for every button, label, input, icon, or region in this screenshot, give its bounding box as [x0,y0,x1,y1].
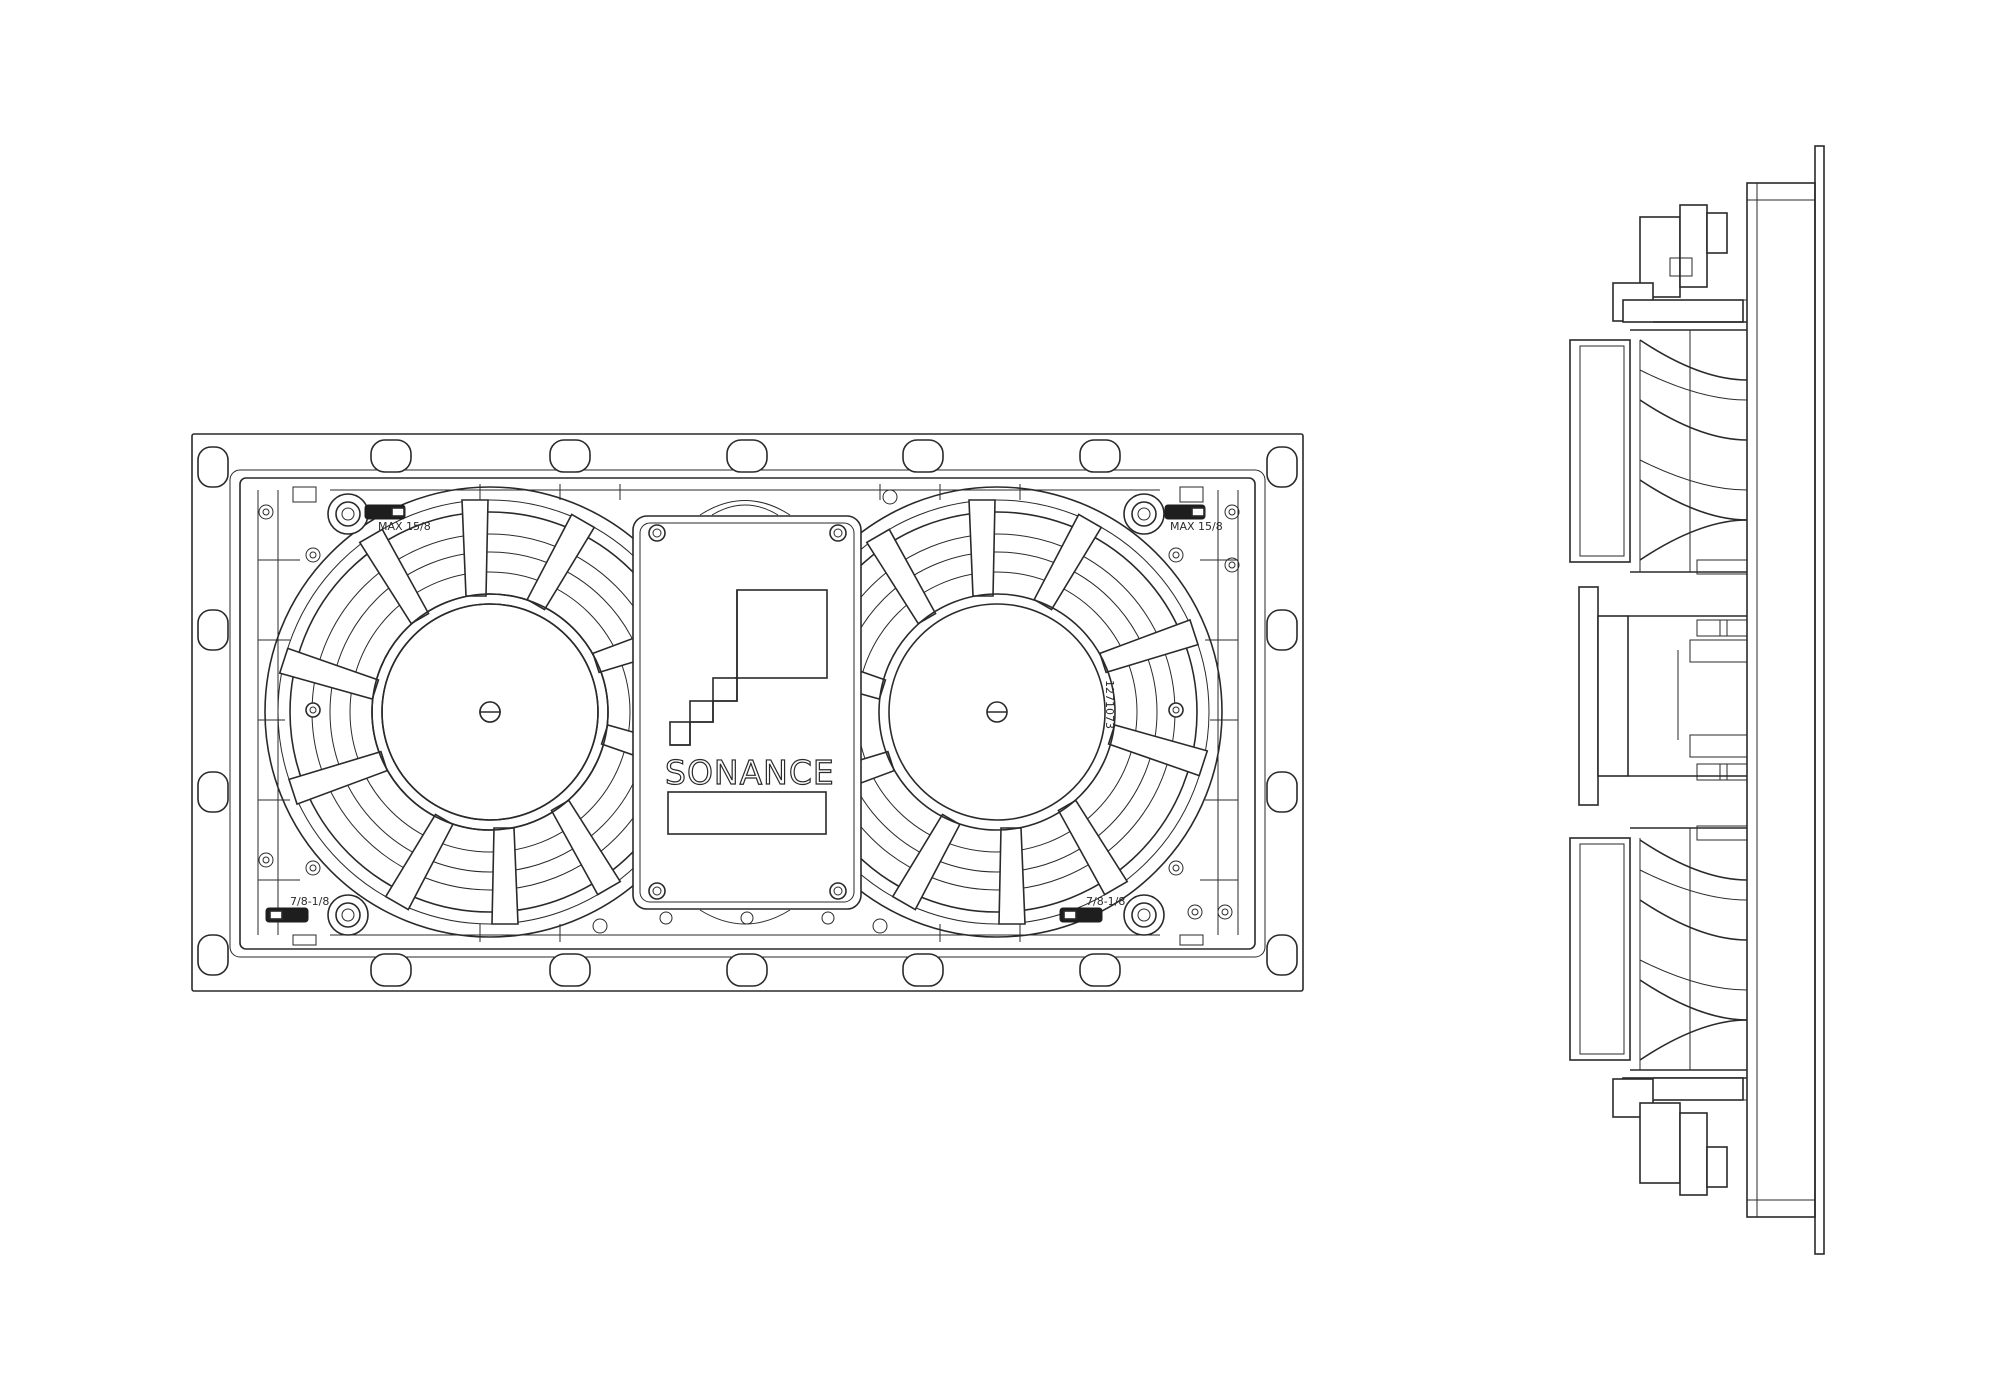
center-badge-panel: SONANCE [632,515,862,925]
tweeter-arc-top [699,500,791,516]
corner-clamp-top-right: MAX 15/8 [1123,486,1240,573]
side-grille-frame [1746,182,1816,1218]
svg-text:7/8-1/8: 7/8-1/8 [1086,895,1125,908]
corner-clamp-top-left: MAX 15/8 [258,486,431,563]
svg-text:7/8-1/8: 7/8-1/8 [290,895,329,908]
side-clamp-top [1612,204,1747,323]
corner-clamp-bottom-left: 7/8-1/8 [258,852,369,946]
badge-blank-plate [667,791,827,835]
svg-text:MAX 15/8: MAX 15/8 [1170,520,1223,533]
brand-label: SONANCE [665,753,835,792]
mounting-slots-top [370,439,1121,473]
svg-text:MAX 15/8: MAX 15/8 [378,520,431,533]
mounting-slots-right [1266,446,1298,976]
side-view [1569,145,1825,1255]
mounting-slots-bottom [370,953,1121,987]
side-driver-top [1569,329,1748,637]
front-flange-outer [191,433,1304,992]
mounting-slots-left [197,446,229,976]
side-flange-plate [1814,145,1825,1255]
frame-screw [872,918,888,934]
part-number-label: 1271073 [1103,680,1116,729]
side-driver-bottom [1569,763,1748,1071]
side-clamp-bottom [1612,1077,1747,1196]
side-tweeter-pod [1578,586,1748,806]
sonance-logo-mark [669,589,828,746]
front-frame [239,477,1256,950]
corner-clamp-bottom-right: 7/8-1/8 [1059,860,1233,946]
front-view: 1271073 [191,433,1304,992]
